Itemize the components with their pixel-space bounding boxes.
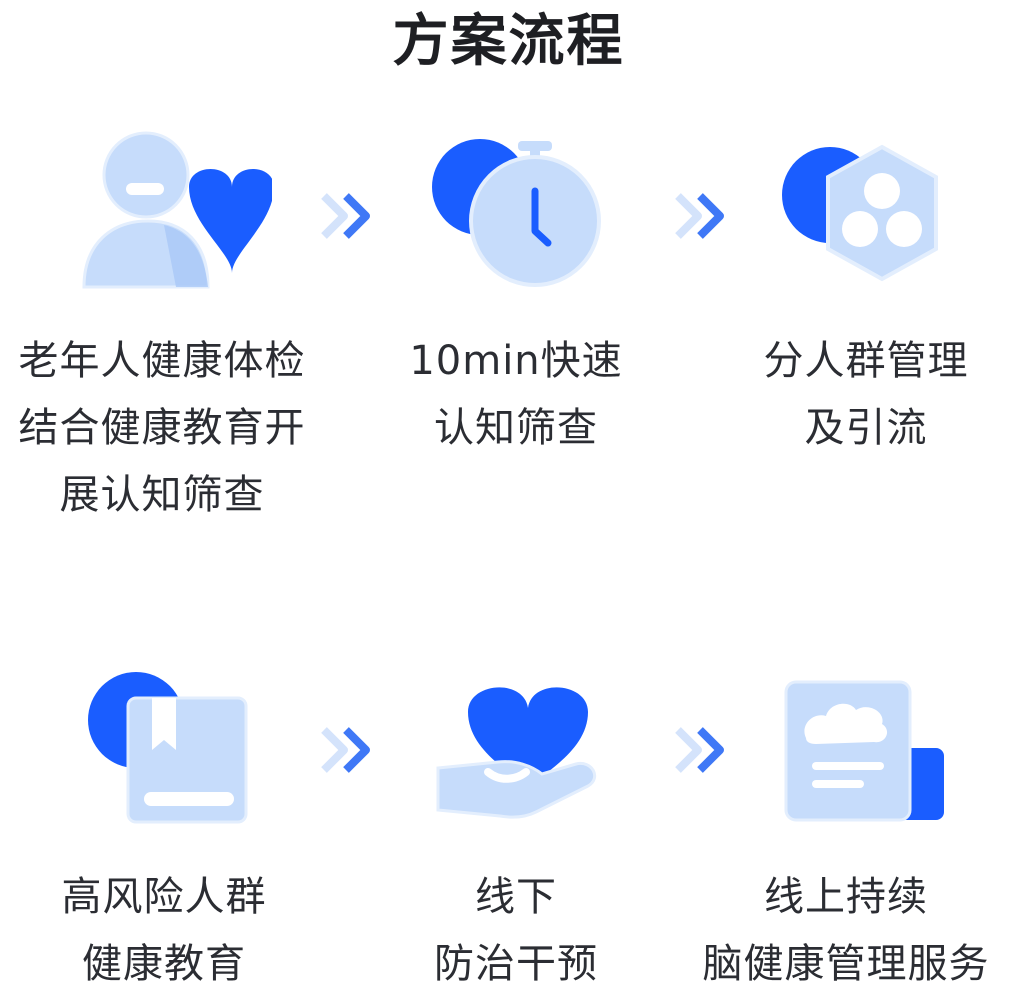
step-label: 线下 防治干预 [434,874,598,987]
stopwatch-icon [420,125,620,305]
education-book-icon [78,668,278,848]
chevron-right-icon [318,188,374,244]
step-label: 10min快速 认知筛查 [409,338,623,451]
hand-heart-icon [428,668,628,848]
chevron-right-icon [672,722,728,778]
group-hexagon-icon [770,125,970,305]
step-label: 分人群管理 及引流 [763,338,969,451]
step-label: 老年人健康体检 结合健康教育开 展认知筛查 [18,338,306,518]
elderly-heart-icon [72,125,272,305]
chevron-right-icon [672,188,728,244]
step-label: 高风险人群 健康教育 [61,874,267,987]
step-label: 线上持续 脑健康管理服务 [702,874,990,987]
brain-report-icon [776,668,976,848]
chevron-right-icon [318,722,374,778]
page-title: 方案流程 [392,9,625,74]
